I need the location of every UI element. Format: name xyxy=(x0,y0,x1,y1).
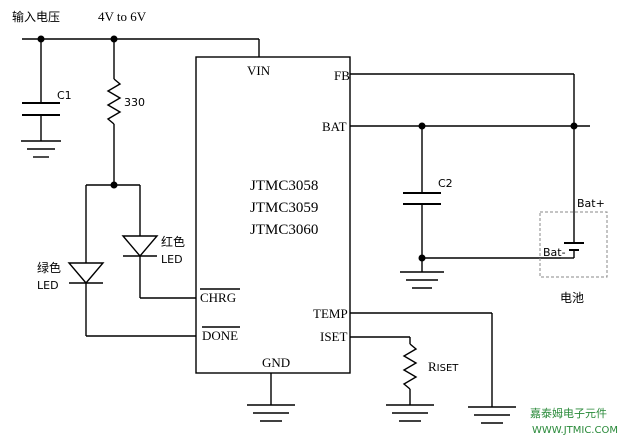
ground-c1 xyxy=(21,140,61,158)
green-led-symbol xyxy=(67,262,105,285)
capacitor-c2 xyxy=(403,126,561,272)
battery-plus-label: Bat+ xyxy=(577,197,605,210)
ground-temp xyxy=(468,406,516,424)
pin-gnd: GND xyxy=(262,355,290,370)
input-rail xyxy=(22,35,260,57)
capacitor-c1 xyxy=(22,39,60,141)
red-led-label-line1: 红色 xyxy=(161,234,185,249)
pin-chrg: CHRG xyxy=(200,290,236,305)
pin-vin: VIN xyxy=(247,63,271,78)
temp-wire xyxy=(350,312,493,407)
led-branch-wires xyxy=(85,181,196,337)
resistor-value-label: 330 xyxy=(124,96,145,109)
resistor-330 xyxy=(106,39,122,185)
fb-bat-wires xyxy=(350,73,590,237)
ic-body xyxy=(195,56,351,374)
battery-box xyxy=(539,211,608,278)
pin-temp: TEMP xyxy=(313,306,348,321)
battery-label: 电池 xyxy=(560,291,584,305)
green-led-label-line2: LED xyxy=(37,279,59,292)
ground-c2 xyxy=(400,271,444,289)
c1-label: C1 xyxy=(57,89,72,102)
pin-bat: BAT xyxy=(322,119,347,134)
riset-label: RISET xyxy=(428,359,459,374)
pin-iset: ISET xyxy=(320,329,348,344)
green-led-label-line1: 绿色 xyxy=(37,260,61,275)
battery-symbol xyxy=(561,237,584,259)
ic-gnd-wire xyxy=(247,373,295,422)
watermark-company: 嘉泰姆电子元件 xyxy=(530,406,607,420)
input-voltage-label: 输入电压 xyxy=(12,9,60,24)
pin-done: DONE xyxy=(202,328,238,343)
ground-riset xyxy=(386,404,434,422)
pin-fb: FB xyxy=(334,68,350,83)
battery-minus-label: Bat- xyxy=(543,246,566,259)
part-number-3: JTMC3060 xyxy=(250,222,318,238)
red-led-symbol xyxy=(121,235,159,258)
watermark-url: WWW.JTMIC.COM xyxy=(532,425,618,436)
part-number-1: JTMC3058 xyxy=(250,178,318,194)
red-led-label-line2: LED xyxy=(161,253,183,266)
part-number-2: JTMC3059 xyxy=(250,200,318,216)
c2-label: C2 xyxy=(438,177,453,190)
resistor-riset xyxy=(350,336,418,405)
input-voltage-range: 4V to 6V xyxy=(98,9,147,24)
